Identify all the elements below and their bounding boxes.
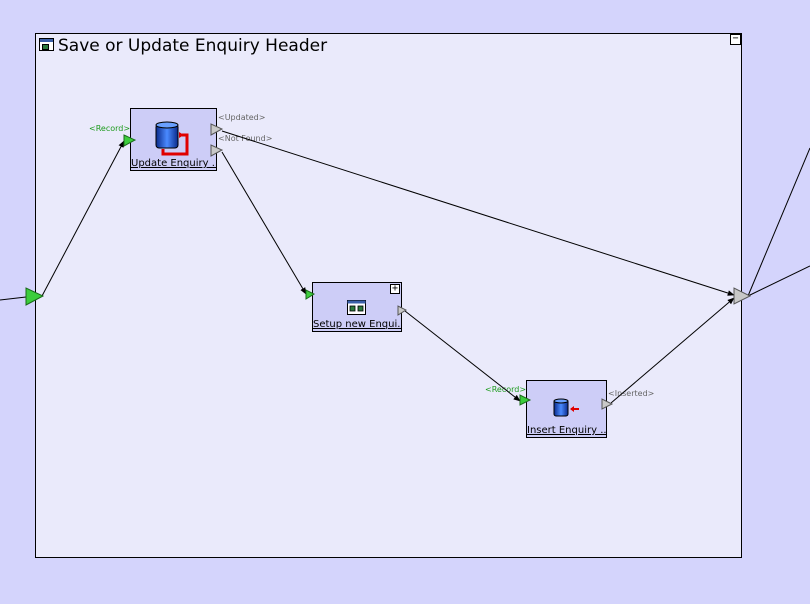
- node-label: Insert Enquiry ...: [527, 425, 606, 436]
- input-port[interactable]: [305, 289, 316, 300]
- database-update-icon: [155, 121, 189, 156]
- node-label: Setup new Enqui...: [313, 319, 401, 330]
- node-update-enquiry[interactable]: Update Enquiry ...: [130, 108, 217, 171]
- input-port[interactable]: [25, 287, 45, 306]
- node-setup-enquiry[interactable]: + Setup new Enqui...: [312, 282, 402, 332]
- connector[interactable]: [221, 151, 307, 295]
- output-port[interactable]: [210, 144, 224, 157]
- output-port[interactable]: [601, 398, 614, 410]
- subprocess-icon: [347, 300, 366, 315]
- port-label-updated: <Updated>: [218, 113, 266, 122]
- port-label-inserted: <Inserted>: [608, 389, 655, 398]
- output-port[interactable]: [397, 305, 408, 316]
- connector[interactable]: [747, 265, 810, 297]
- output-port[interactable]: [733, 287, 752, 305]
- connector[interactable]: [41, 140, 125, 297]
- input-port[interactable]: [519, 394, 532, 406]
- connector[interactable]: [0, 296, 27, 301]
- database-insert-icon: [553, 398, 579, 417]
- node-label: Update Enquiry ...: [131, 158, 216, 169]
- output-port[interactable]: [210, 123, 224, 136]
- node-insert-enquiry[interactable]: Insert Enquiry ...: [526, 380, 607, 438]
- collapse-button[interactable]: −: [730, 34, 741, 45]
- expand-button[interactable]: +: [390, 283, 400, 294]
- port-label-record: <Record>: [89, 124, 131, 133]
- input-port[interactable]: [123, 134, 137, 147]
- connector[interactable]: [747, 147, 810, 297]
- subprocess-icon: [39, 38, 54, 51]
- frame-title: Save or Update Enquiry Header: [58, 36, 328, 56]
- connector[interactable]: [221, 130, 735, 296]
- connector[interactable]: [404, 310, 521, 402]
- connector[interactable]: [610, 297, 735, 404]
